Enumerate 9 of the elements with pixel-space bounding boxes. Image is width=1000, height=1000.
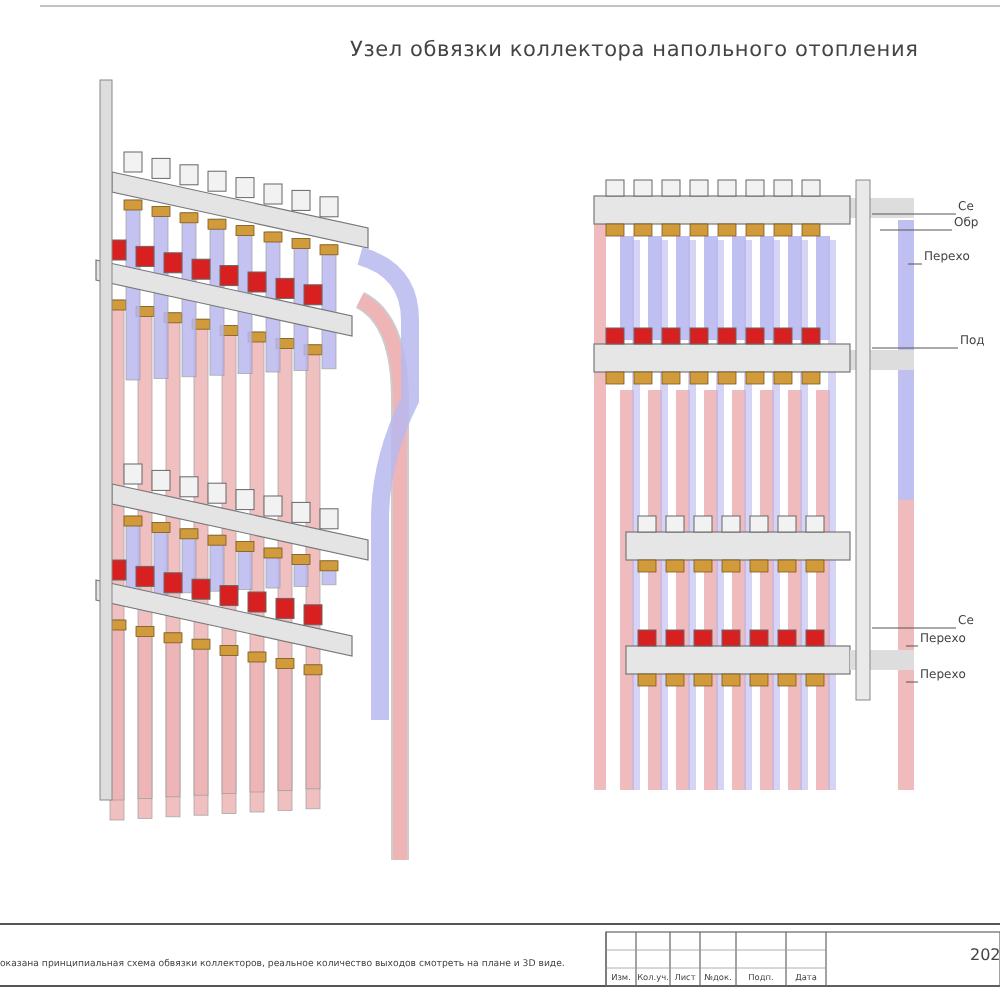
leader-line: [907, 263, 923, 265]
leader-line: [871, 627, 957, 629]
drawing-title: Узел обвязки коллектора напольного отопления: [350, 38, 919, 62]
leader-line: [879, 229, 953, 231]
leader-line: [905, 645, 919, 647]
leader-line: [871, 347, 959, 349]
leader-line: [871, 213, 957, 215]
year-text: 202: [970, 946, 1000, 964]
leader-line: [905, 681, 919, 683]
